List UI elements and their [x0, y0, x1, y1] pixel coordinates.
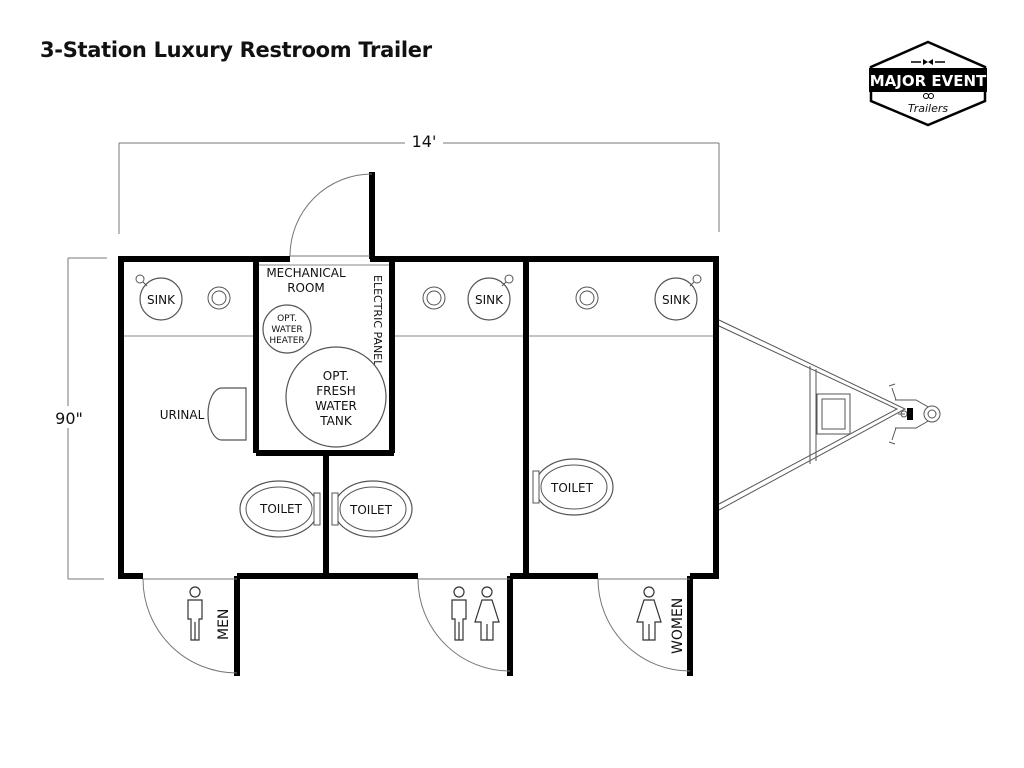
width-dimension	[118, 142, 720, 234]
fresh-water-tank: OPT. FRESH WATER TANK	[285, 346, 387, 448]
toilet-center: TOILET	[331, 480, 413, 538]
svg-text:WATER: WATER	[271, 325, 302, 335]
water-heater: OPT. WATER HEATER	[262, 304, 312, 354]
svg-text:OPT.: OPT.	[277, 314, 297, 324]
logo-subtext: Trailers	[908, 102, 949, 115]
women-sign: WOMEN	[670, 598, 686, 654]
sink-center: SINK	[467, 274, 514, 321]
bowtie-icon	[923, 59, 933, 65]
svg-text:SINK: SINK	[662, 293, 691, 307]
svg-text:WATER: WATER	[315, 399, 357, 413]
mechanical-label: MECHANICAL	[266, 266, 346, 280]
toilet-men: TOILET	[239, 480, 321, 538]
women-door	[597, 578, 691, 672]
trailer-walls	[118, 172, 719, 676]
woman-icon-center	[474, 586, 500, 641]
woman-icon	[636, 586, 662, 641]
trailer-hitch	[718, 319, 941, 511]
hitch-jack	[907, 408, 913, 420]
svg-text:HEATER: HEATER	[269, 336, 304, 346]
sink-women: SINK	[654, 274, 702, 321]
toilet-women: TOILET	[532, 458, 614, 516]
logo-text: MAJOR EVENT	[870, 72, 987, 90]
center-door	[417, 578, 511, 672]
drain-women	[575, 286, 599, 310]
svg-text:TOILET: TOILET	[550, 481, 594, 495]
svg-text:TOILET: TOILET	[349, 503, 393, 517]
width-label: 14'	[412, 132, 437, 151]
counter-lines	[124, 264, 713, 337]
svg-text:TANK: TANK	[319, 414, 353, 428]
svg-text:SINK: SINK	[147, 293, 176, 307]
mechanical-door	[289, 173, 373, 257]
drain-center	[422, 286, 446, 310]
man-icon-center	[451, 586, 467, 641]
major-event-logo: MAJOR EVENT Trailers	[869, 40, 987, 127]
svg-text:SINK: SINK	[475, 293, 504, 307]
men-sign: MEN	[216, 609, 232, 640]
page-title: 3-Station Luxury Restroom Trailer	[40, 38, 432, 62]
urinal: URINAL	[160, 387, 247, 441]
svg-text:TOILET: TOILET	[259, 502, 303, 516]
drain-men	[207, 286, 231, 310]
svg-text:FRESH: FRESH	[316, 384, 355, 398]
electric-panel-label: ELECTRIC PANEL	[371, 275, 384, 367]
svg-text:OPT.: OPT.	[323, 369, 349, 383]
man-icon	[187, 586, 203, 641]
mechanical-label-2: ROOM	[287, 281, 325, 295]
men-door	[142, 578, 238, 674]
depth-label: 90"	[55, 409, 83, 428]
svg-text:URINAL: URINAL	[160, 408, 205, 422]
sink-men: SINK	[135, 274, 183, 321]
